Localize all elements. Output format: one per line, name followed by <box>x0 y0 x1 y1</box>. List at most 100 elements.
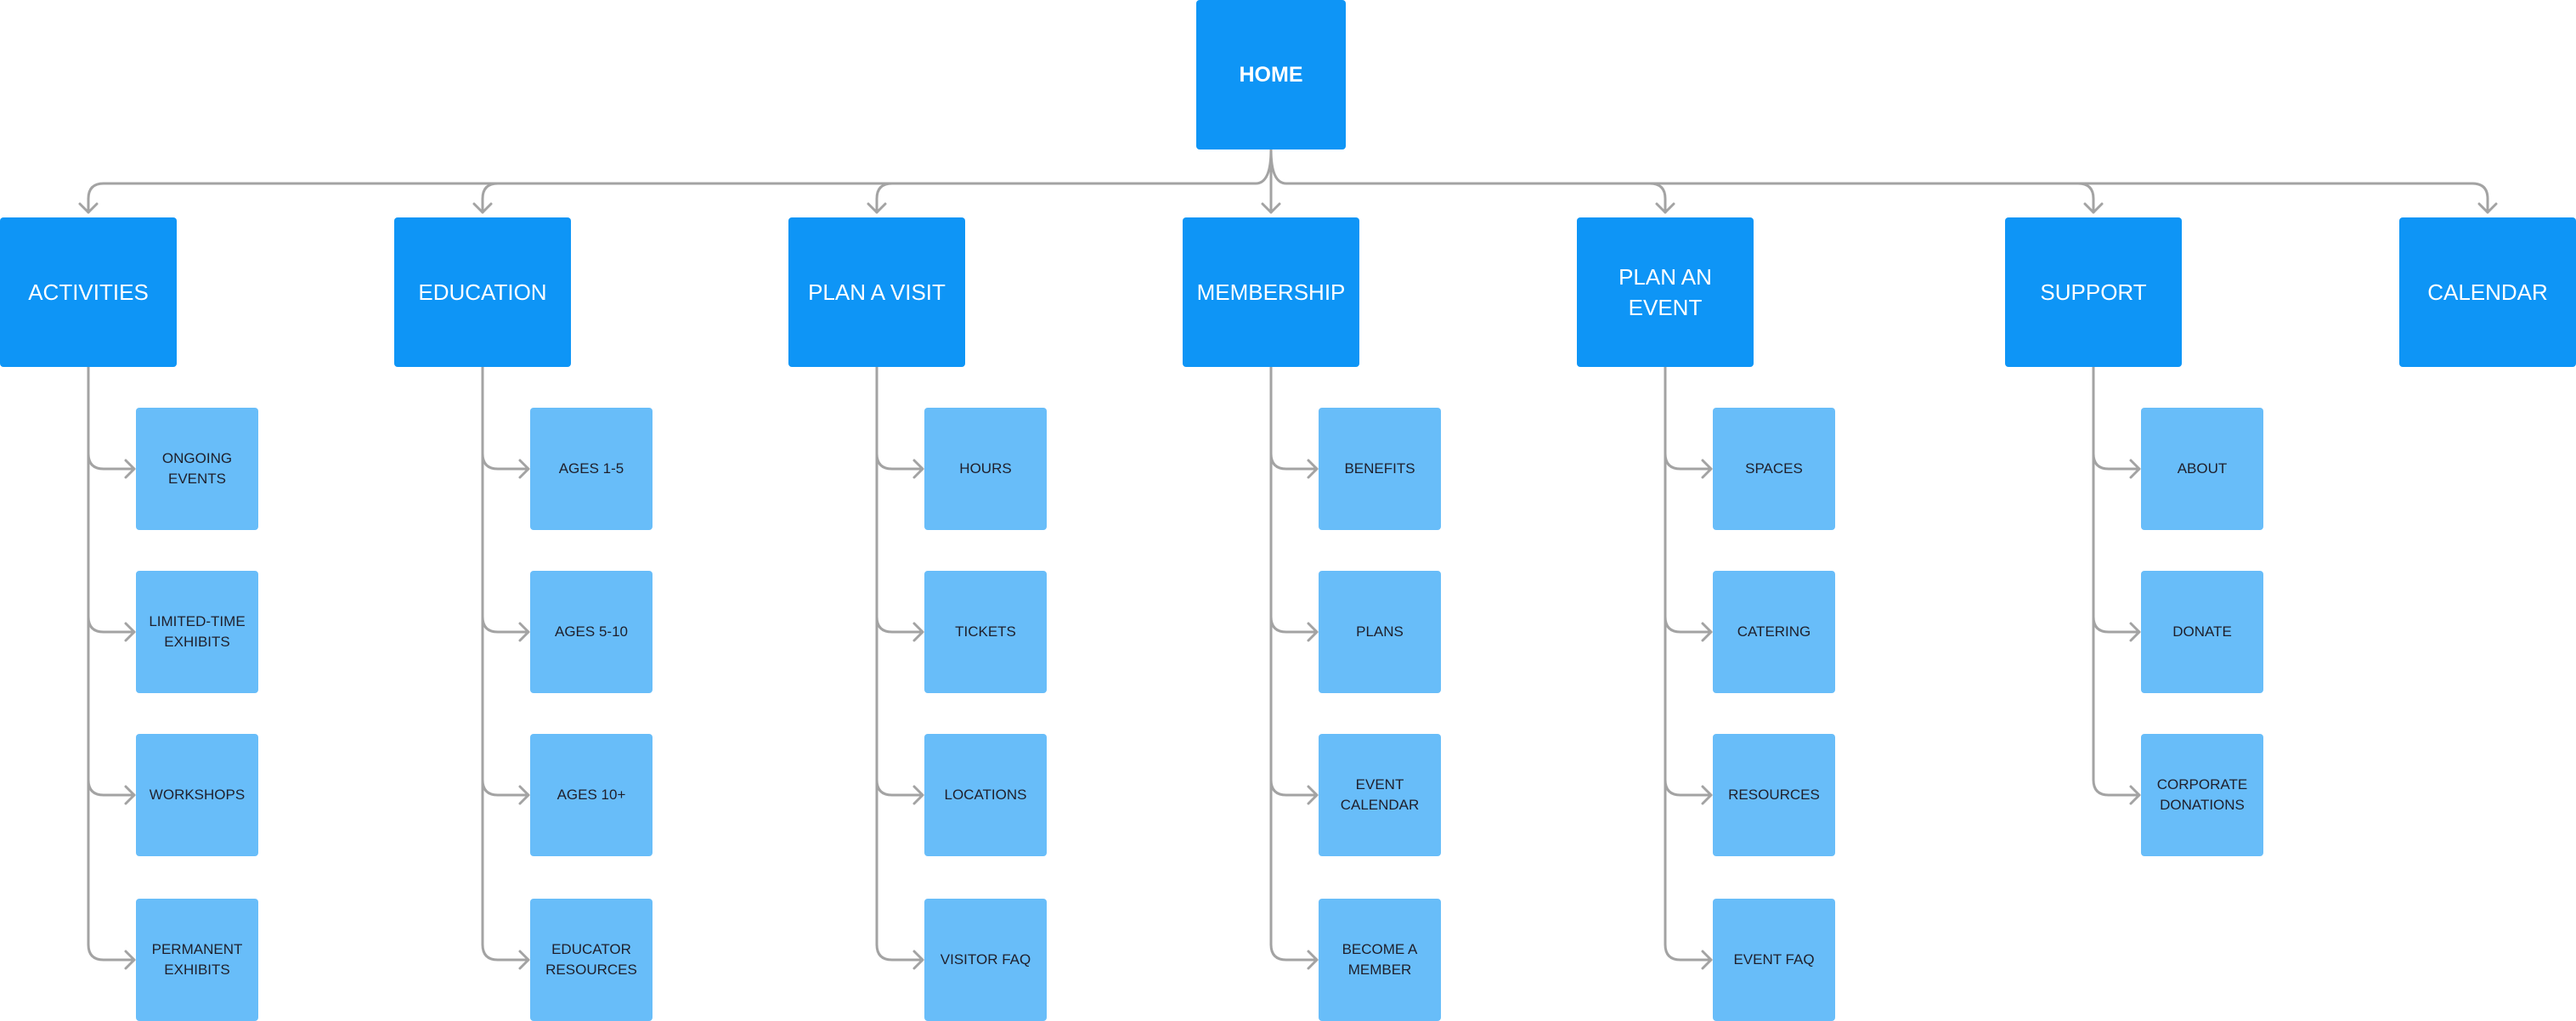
page-label: EVENT CALENDAR <box>1340 776 1420 813</box>
page-label: SPACES <box>1745 460 1803 477</box>
arrowhead-icon <box>2477 202 2498 214</box>
category-label: ACTIVITIES <box>28 279 149 305</box>
page-label: TICKETS <box>955 623 1016 640</box>
arrowhead-icon <box>912 622 924 642</box>
arrowhead-icon <box>78 202 99 214</box>
page-hours[interactable]: HOURS <box>924 408 1047 530</box>
page-label: CATERING <box>1737 623 1811 640</box>
branch-connector <box>87 615 136 634</box>
arrowhead-icon <box>124 459 136 479</box>
arrowhead-icon <box>518 459 530 479</box>
drop-connector <box>1648 182 1667 214</box>
page-donate[interactable]: DONATE <box>2141 571 2263 693</box>
category-education[interactable]: EDUCATION <box>394 217 571 367</box>
arrowhead-icon <box>1307 459 1319 479</box>
arrowhead-icon <box>1307 785 1319 805</box>
branch-connector <box>481 778 530 797</box>
page-label: RESOURCES <box>1728 787 1820 803</box>
page-locations[interactable]: LOCATIONS <box>924 734 1047 856</box>
page-plans[interactable]: PLANS <box>1319 571 1441 693</box>
page-workshops[interactable]: WORKSHOPS <box>136 734 258 856</box>
category-label: MEMBERSHIP <box>1196 279 1346 305</box>
drop-connector <box>481 182 500 214</box>
branch-connector <box>481 615 530 634</box>
arrowhead-icon <box>1701 459 1713 479</box>
category-label: CALENDAR <box>2427 279 2548 305</box>
page-label: CORPORATE DONATIONS <box>2156 776 2248 813</box>
arrowhead-icon <box>124 950 136 970</box>
page-benefits[interactable]: BENEFITS <box>1319 408 1441 530</box>
branch-connector <box>875 943 924 962</box>
arrowhead-icon <box>912 950 924 970</box>
page-limited-time-exhibits[interactable]: LIMITED-TIME EXHIBITS <box>136 571 258 693</box>
branch-connector <box>1269 615 1319 634</box>
page-ages-5-10[interactable]: AGES 5-10 <box>530 571 652 693</box>
arrowhead-icon <box>1261 202 1281 214</box>
branch-connector <box>1269 452 1319 471</box>
branch-connector <box>875 615 924 634</box>
branch-connector <box>2092 615 2141 634</box>
arrowhead-icon <box>1701 950 1713 970</box>
arrowhead-icon <box>912 785 924 805</box>
category-plan-an-event[interactable]: PLAN AN EVENT <box>1577 217 1754 367</box>
category-support[interactable]: SUPPORT <box>2005 217 2182 367</box>
arrowhead-icon <box>518 950 530 970</box>
page-label: ONGOING EVENTS <box>161 450 233 487</box>
page-label: EDUCATOR RESOURCES <box>545 941 637 978</box>
branch-connector <box>1664 778 1713 797</box>
branch-connector <box>1664 615 1713 634</box>
page-ages-10[interactable]: AGES 10+ <box>530 734 652 856</box>
bus-connector-right <box>1269 148 2474 185</box>
bus-connector-left <box>102 148 1273 185</box>
page-ages-1-5[interactable]: AGES 1-5 <box>530 408 652 530</box>
branch-connector <box>481 943 530 962</box>
page-label: ABOUT <box>2177 460 2228 477</box>
branch-connector <box>1664 943 1713 962</box>
page-educator-resources[interactable]: EDUCATOR RESOURCES <box>530 899 652 1021</box>
page-become-a-member[interactable]: BECOME A MEMBER <box>1319 899 1441 1021</box>
page-label: AGES 1-5 <box>558 460 624 477</box>
page-label: BENEFITS <box>1344 460 1415 477</box>
arrowhead-icon <box>1701 785 1713 805</box>
arrowhead-icon <box>1701 622 1713 642</box>
page-event-calendar[interactable]: EVENT CALENDAR <box>1319 734 1441 856</box>
arrowhead-icon <box>912 459 924 479</box>
arrowhead-icon <box>124 785 136 805</box>
home-node[interactable]: HOME <box>1196 0 1346 149</box>
page-event-faq[interactable]: EVENT FAQ <box>1713 899 1835 1021</box>
page-ongoing-events[interactable]: ONGOING EVENTS <box>136 408 258 530</box>
page-spaces[interactable]: SPACES <box>1713 408 1835 530</box>
category-plan-a-visit[interactable]: PLAN A VISIT <box>788 217 965 367</box>
arrowhead-icon <box>867 202 887 214</box>
page-visitor-faq[interactable]: VISITOR FAQ <box>924 899 1047 1021</box>
page-label: PLANS <box>1356 623 1404 640</box>
category-membership[interactable]: MEMBERSHIP <box>1183 217 1359 367</box>
page-catering[interactable]: CATERING <box>1713 571 1835 693</box>
arrowhead-icon <box>518 622 530 642</box>
page-tickets[interactable]: TICKETS <box>924 571 1047 693</box>
page-label: VISITOR FAQ <box>940 951 1031 967</box>
branch-connector <box>481 452 530 471</box>
arrowhead-icon <box>2129 785 2141 805</box>
page-label: AGES 10+ <box>556 787 626 803</box>
page-permanent-exhibits[interactable]: PERMANENT EXHIBITS <box>136 899 258 1021</box>
page-resources[interactable]: RESOURCES <box>1713 734 1835 856</box>
arrowhead-icon <box>2129 459 2141 479</box>
category-activities[interactable]: ACTIVITIES <box>0 217 177 367</box>
category-calendar[interactable]: CALENDAR <box>2399 217 2576 367</box>
arrowhead-icon <box>1307 950 1319 970</box>
page-about[interactable]: ABOUT <box>2141 408 2263 530</box>
page-label: HOURS <box>959 460 1012 477</box>
arrowhead-icon <box>1307 622 1319 642</box>
drop-connector <box>2471 182 2489 214</box>
arrowhead-icon <box>472 202 493 214</box>
branch-connector <box>2092 778 2141 797</box>
arrowhead-icon <box>2129 622 2141 642</box>
drop-connector <box>2076 182 2095 214</box>
page-corporate-donations[interactable]: CORPORATE DONATIONS <box>2141 734 2263 856</box>
branch-connector <box>1269 943 1319 962</box>
arrowhead-icon <box>2083 202 2104 214</box>
branch-connector <box>875 452 924 471</box>
arrowhead-icon <box>124 622 136 642</box>
